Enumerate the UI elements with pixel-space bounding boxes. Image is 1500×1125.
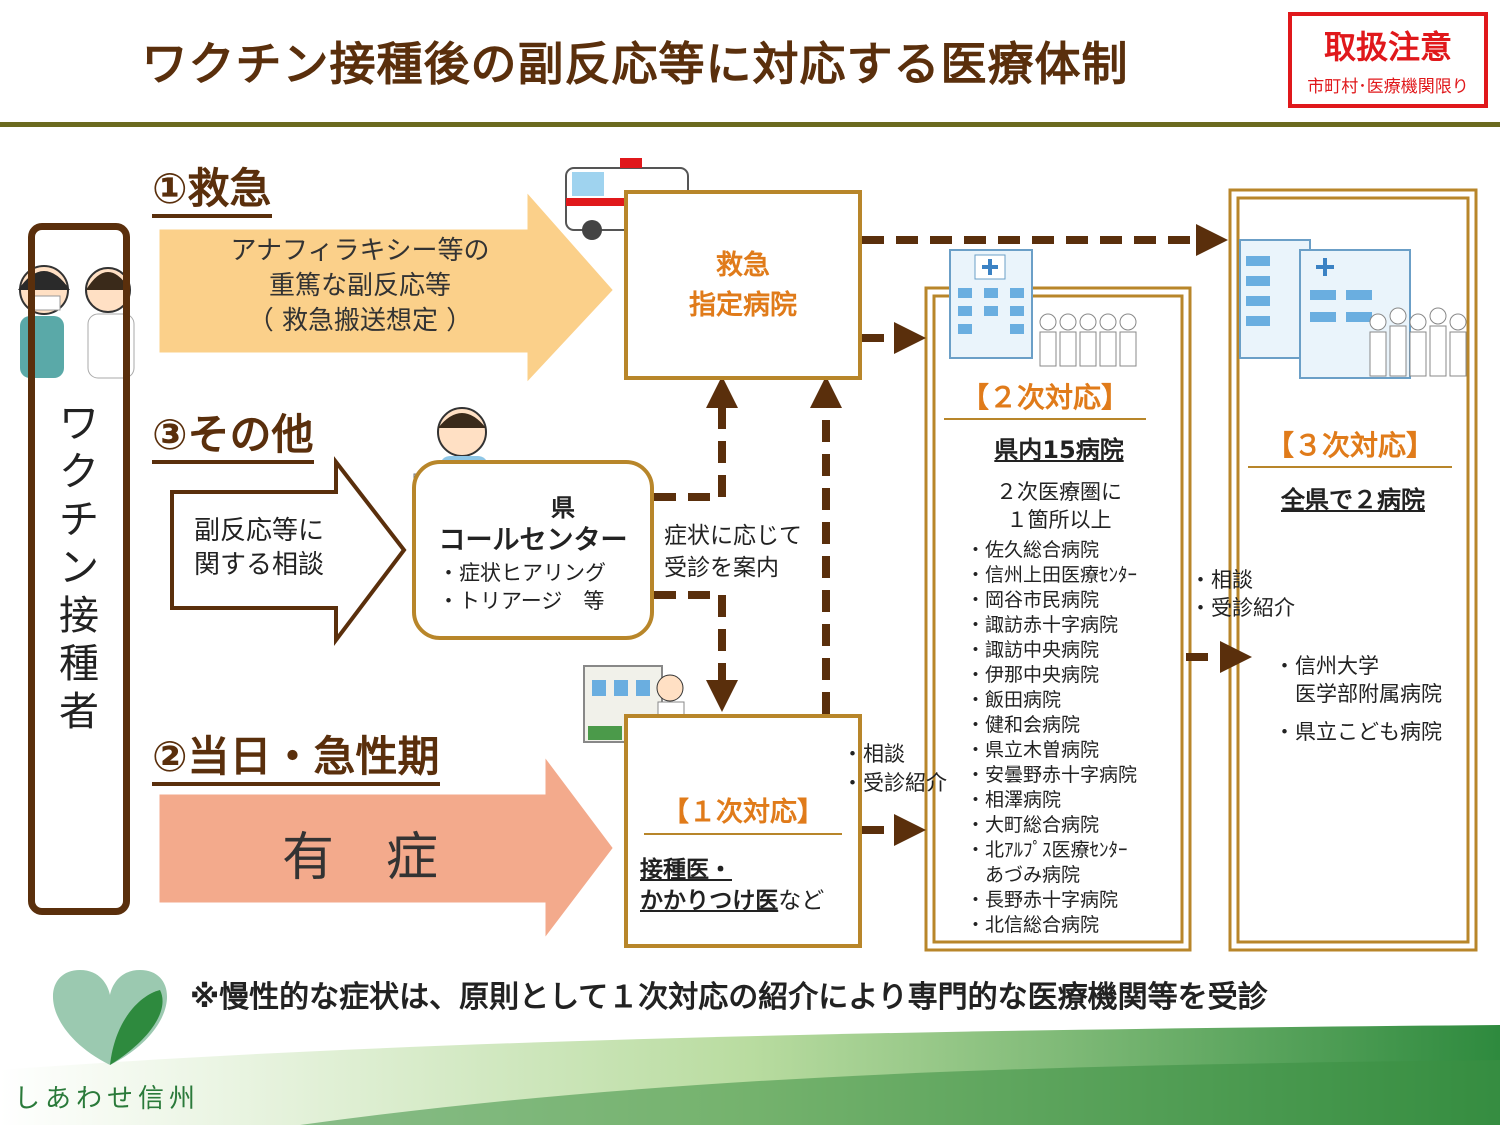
list-item: ・北ｱﾙﾌﾟｽ医療ｾﾝﾀｰ xyxy=(966,839,1128,861)
list-item: ・伊那中央病院 xyxy=(966,664,1100,686)
list-item: ・岡谷市民病院 xyxy=(966,589,1100,611)
other-arrow-text: 副反応等に 関する相談 xyxy=(194,514,324,582)
vaccinee-box xyxy=(28,223,130,915)
stamp-sub: 市町村･医療機関限り xyxy=(1307,77,1469,97)
call-center-title-2: コールセンター xyxy=(438,525,628,556)
call-center-item-1: ・症状ヒアリング xyxy=(438,561,606,585)
hospital-icon-secondary xyxy=(949,249,1137,367)
emergency-hospital-line-1: 救急 xyxy=(716,250,770,281)
consult-2-line-2: ・受診紹介 xyxy=(1190,596,1295,620)
emergency-hospital-box: 救急 指定病院 xyxy=(624,190,862,380)
sameday-arrow xyxy=(159,758,613,937)
list-item: ・佐久総合病院 xyxy=(966,539,1100,561)
list-item: ・飯田病院 xyxy=(966,689,1062,711)
hospital-icon-tertiary xyxy=(1239,239,1467,379)
other-line-1: 副反応等に xyxy=(194,516,325,546)
consult-1-line-2: ・受診紹介 xyxy=(842,771,947,795)
shiawase-shinshu-logo xyxy=(52,970,168,1065)
tertiary-subtitle: 全県で２病院 xyxy=(1281,486,1425,514)
emergency-arrow xyxy=(159,193,613,382)
secondary-desc: ２次医療圏に １箇所以上 xyxy=(944,478,1174,534)
other-arrow xyxy=(170,456,407,646)
call-center-item-2: ・トリアージ 等 xyxy=(438,589,605,613)
tertiary-hospital-list: ・信州大学 医学部附属病院 ・県立こども病院 xyxy=(1274,652,1442,746)
primary-care-box: 【１次対応】 接種医・ かかりつけ医など xyxy=(624,714,862,948)
secondary-subtitle: 県内15病院 xyxy=(994,436,1124,464)
list-item: ・信州上田医療ｾﾝﾀｰ xyxy=(966,564,1138,586)
list-item: ・相澤病院 xyxy=(966,789,1062,811)
primary-line-2b: など xyxy=(778,888,825,914)
sameday-arrow-text: 有 症 xyxy=(281,828,438,888)
list-item: ・健和会病院 xyxy=(966,714,1081,736)
consult-1-line-1: ・相談 xyxy=(842,742,905,766)
guidance-line-1: 症状に応じて xyxy=(664,523,802,549)
consult-text-1: ・相談 ・受診紹介 xyxy=(842,740,947,798)
consult-text-2: ・相談 ・受診紹介 xyxy=(1190,566,1295,622)
secondary-hospital-list: ・佐久総合病院 ・信州上田医療ｾﾝﾀｰ ・岡谷市民病院 ・諏訪赤十字病院 ・諏訪… xyxy=(966,538,1137,938)
list-item: ・長野赤十字病院 xyxy=(966,889,1119,911)
primary-line-2a: かかりつけ医 xyxy=(640,888,779,914)
section-sameday-label: ②当日・急性期 xyxy=(152,732,440,786)
list-item: 医学部附属病院 xyxy=(1274,682,1442,706)
clinic-icon xyxy=(583,665,685,743)
list-item: ・諏訪赤十字病院 xyxy=(966,614,1119,636)
secondary-desc-line-1: ２次医療圏に xyxy=(996,480,1122,504)
list-item: ・北信総合病院 xyxy=(966,914,1100,936)
emergency-arrow-text: アナフィラキシー等の 重篤な副反応等 （ 救急搬送想定 ） xyxy=(180,234,540,339)
guidance-text: 症状に応じて 受診を案内 xyxy=(664,520,802,584)
list-item: あづみ病院 xyxy=(966,864,1081,886)
list-item: ・諏訪中央病院 xyxy=(966,639,1100,661)
list-item: ・県立こども病院 xyxy=(1274,720,1442,744)
guidance-line-2: 受診を案内 xyxy=(664,555,779,581)
list-item: ・県立木曽病院 xyxy=(966,739,1100,761)
secondary-title: 【２次対応】 xyxy=(944,376,1146,420)
emergency-hospital-line-2: 指定病院 xyxy=(689,290,797,321)
page-title: ワクチン接種後の副反応等に対応する医療体制 xyxy=(141,37,1129,91)
call-center-title-1: 県 xyxy=(551,494,575,522)
list-item: ・信州大学 xyxy=(1274,654,1379,678)
call-center-box: 県 コールセンター ・症状ヒアリング ・トリアージ 等 xyxy=(412,460,654,640)
emergency-line-1: アナフィラキシー等の xyxy=(230,236,490,266)
list-item: ・安曇野赤十字病院 xyxy=(966,764,1138,786)
vaccinee-label: ワクチン接種者 xyxy=(59,401,99,735)
primary-title: 【１次対応】 xyxy=(662,797,824,828)
confidential-stamp: 取扱注意 市町村･医療機関限り xyxy=(1288,12,1488,108)
header-divider xyxy=(0,122,1500,127)
footer-note: ※慢性的な症状は、原則として１次対応の紹介により専門的な医療機関等を受診 xyxy=(190,980,1268,1015)
section-emergency-label: ①救急 xyxy=(152,164,272,218)
primary-line-1: 接種医・ xyxy=(640,857,732,883)
consult-2-line-1: ・相談 xyxy=(1190,568,1253,592)
section-other-label: ③その他 xyxy=(152,410,314,464)
secondary-desc-line-2: １箇所以上 xyxy=(1006,508,1112,532)
emergency-line-3: （ 救急搬送想定 ） xyxy=(247,306,473,336)
other-line-2: 関する相談 xyxy=(194,550,325,580)
emergency-line-2: 重篤な副反応等 xyxy=(268,271,451,301)
list-item: ・大町総合病院 xyxy=(966,814,1100,836)
logo-text: しあわせ信州 xyxy=(14,1084,201,1114)
tertiary-title: 【３次対応】 xyxy=(1248,424,1452,468)
stamp-main: 取扱注意 xyxy=(1323,28,1452,66)
